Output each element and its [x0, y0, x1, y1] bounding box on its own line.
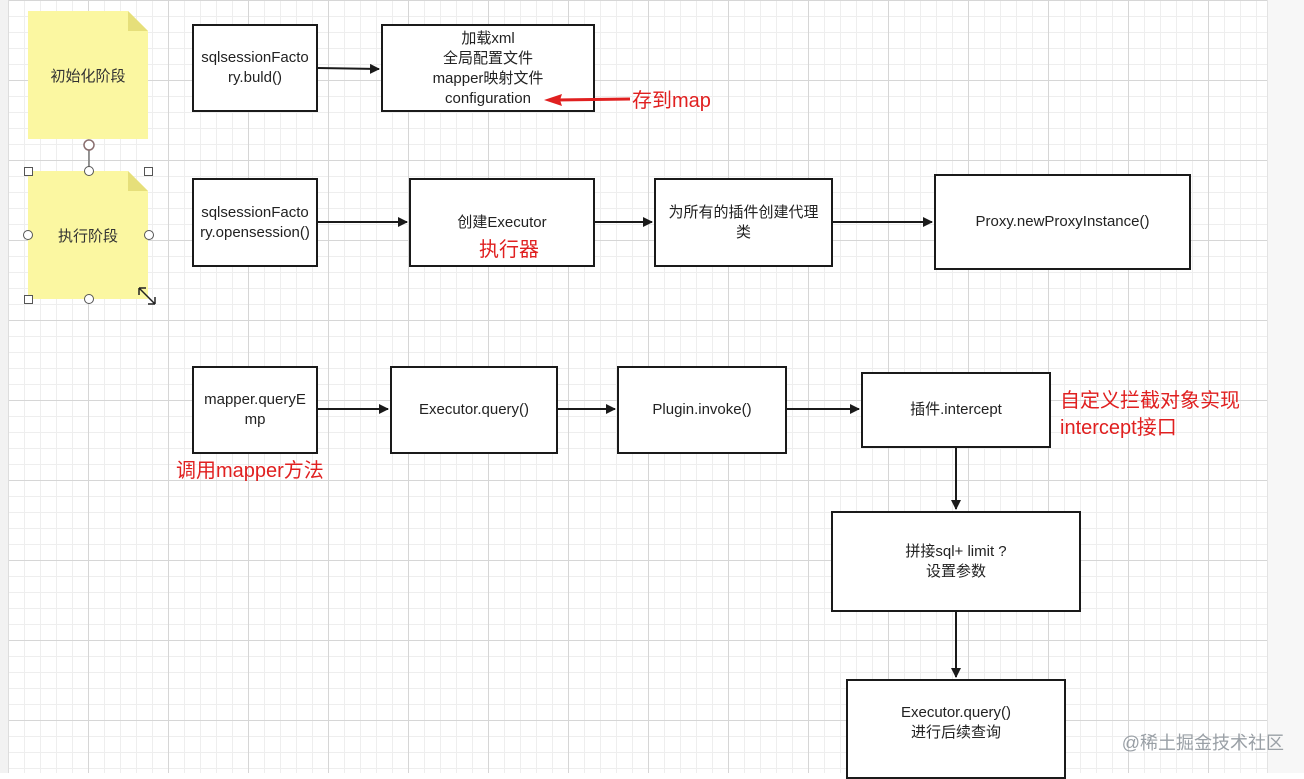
- box-proxy-newproxyinstance[interactable]: Proxy.newProxyInstance(): [934, 174, 1191, 270]
- arrow-store-to-map: [555, 97, 631, 102]
- box-executor-query-text: Executor.query(): [418, 401, 530, 418]
- resize-handle-bottom-left[interactable]: [24, 295, 33, 304]
- box-mapper-queryemp[interactable]: mapper.queryEmp: [192, 366, 318, 454]
- resize-handle-middle-right[interactable]: [144, 230, 154, 240]
- arrow-build-to-load: [317, 63, 380, 74]
- box-executor-query[interactable]: Executor.query(): [390, 366, 558, 454]
- arrow-store-to-map-head: [544, 94, 562, 106]
- watermark: @稀土掘金技术社区: [1121, 733, 1284, 753]
- box-create-executor[interactable]: 创建Executor: [409, 178, 595, 267]
- box-plugin-invoke[interactable]: Plugin.invoke(): [617, 366, 787, 454]
- resize-handle-top-right[interactable]: [144, 167, 153, 176]
- box-sql-limit[interactable]: 拼接sql+ limit ? 设置参数: [831, 511, 1081, 612]
- box-sqlsessionfactory-build[interactable]: sqlsessionFactory.buld(): [192, 24, 318, 112]
- box-plugin-proxy[interactable]: 为所有的插件创建代理类: [654, 178, 833, 267]
- box-sql-limit-text: 拼接sql+ limit ? 设置参数: [905, 542, 1007, 580]
- box-sqlsessionfactory-opensession[interactable]: sqlsessionFactory.opensession(): [192, 178, 318, 267]
- resize-cursor-icon: [138, 287, 156, 305]
- box-plugin-invoke-text: Plugin.invoke(): [652, 401, 752, 418]
- box-create-executor-text: 创建Executor: [457, 213, 547, 231]
- note-exec-stage-text: 执行阶段: [57, 227, 118, 245]
- box-sqlsessionfactory-opensession-text: sqlsessionFactory.opensession(): [200, 203, 310, 241]
- box-load-xml-text: 加载xml 全局配置文件 mapper映射文件 configuration: [432, 30, 544, 107]
- label-executor: 执行器: [479, 239, 539, 261]
- box-plugin-proxy-text: 为所有的插件创建代理类: [668, 203, 819, 241]
- label-store-to-map: 存到map: [632, 90, 711, 112]
- box-plugin-intercept-text: 插件.intercept: [910, 401, 1002, 418]
- resize-handle-bottom-middle[interactable]: [84, 294, 94, 304]
- box-final-executor-query[interactable]: Executor.query() 进行后续查询: [846, 679, 1066, 779]
- resize-handle-top-left[interactable]: [24, 167, 33, 176]
- note-exec-stage[interactable]: 执行阶段: [28, 171, 148, 299]
- rotation-handle[interactable]: [83, 139, 95, 151]
- box-mapper-queryemp-text: mapper.queryEmp: [204, 391, 306, 428]
- note-init-stage-text: 初始化阶段: [50, 67, 126, 85]
- canvas-left-edge: [0, 0, 9, 773]
- box-final-executor-query-text: Executor.query() 进行后续查询: [900, 704, 1012, 741]
- label-intercept-line-2: intercept接口: [1060, 417, 1177, 439]
- resize-handle-middle-left[interactable]: [23, 230, 33, 240]
- resize-handle-top-middle[interactable]: [84, 166, 94, 176]
- label-call-mapper: 调用mapper方法: [176, 460, 324, 482]
- box-sqlsessionfactory-build-text: sqlsessionFactory.buld(): [201, 49, 309, 86]
- note-init-stage[interactable]: 初始化阶段: [28, 11, 148, 139]
- box-proxy-newproxyinstance-text: Proxy.newProxyInstance(): [975, 213, 1150, 230]
- label-intercept-line-1: 自定义拦截对象实现: [1060, 390, 1240, 412]
- box-plugin-intercept[interactable]: 插件.intercept: [861, 372, 1051, 448]
- canvas-right-edge: [1267, 0, 1304, 773]
